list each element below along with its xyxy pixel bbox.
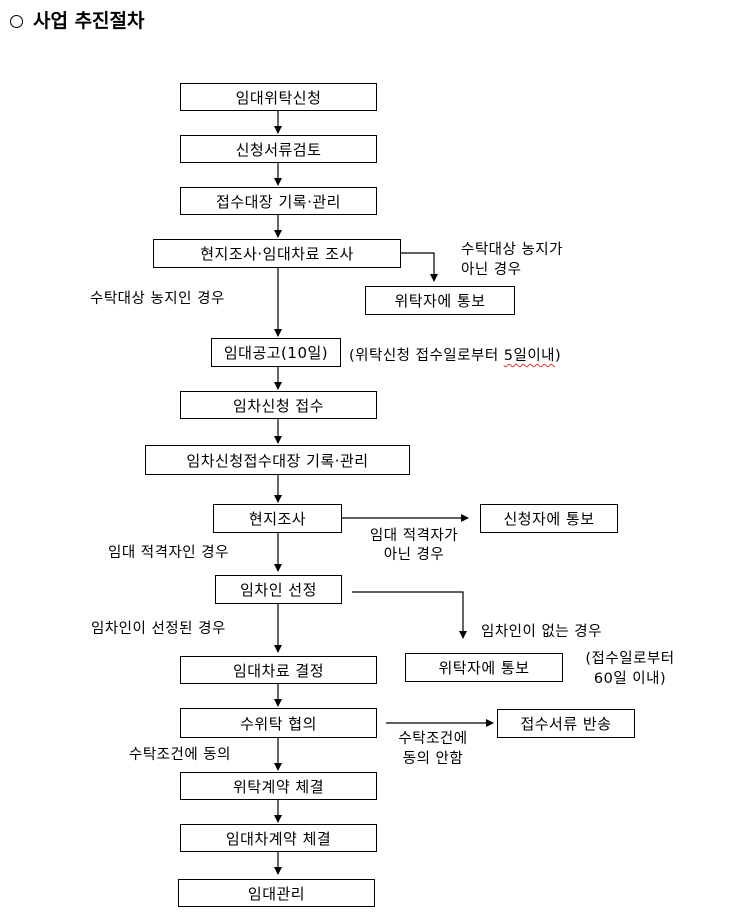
step-lease-management: 임대관리: [178, 879, 375, 907]
note-line: 수탁조건에: [398, 731, 468, 747]
step-document-review: 신청서류검토: [180, 135, 377, 163]
section-title-text: 사업 추진절차: [33, 10, 145, 32]
step-lease-application-receipt: 임차신청 접수: [180, 391, 377, 419]
note-target-farmland: 수탁대상 농지인 경우: [90, 291, 225, 307]
step-lease-register-record: 임차신청접수대장 기록·관리: [145, 445, 410, 475]
note-disagree-terms: 수탁조건에 동의 안함: [380, 729, 486, 769]
step-site-survey-rent-survey: 현지조사·임대차료 조사: [153, 239, 401, 268]
note-line: 임대 적격자가: [369, 528, 459, 544]
note-agree-terms: 수탁조건에 동의: [129, 747, 231, 763]
arrow-b11-none: [352, 591, 467, 639]
note-receipt-deadline: (접수일로부터 60일 이내): [570, 649, 690, 689]
step-tenant-selection: 임차인 선정: [215, 575, 342, 604]
step-lease-notice: 임대공고(10일): [211, 338, 341, 367]
note-notice-deadline: (위탁신청 접수일로부터 5일이내): [349, 344, 561, 365]
step-lease-contract: 임대차계약 체결: [180, 824, 377, 852]
circle-bullet-icon: [10, 15, 23, 28]
step-consignment-contract: 위탁계약 체결: [180, 772, 377, 800]
note-line: 동의 안함: [402, 751, 464, 767]
note-not-target-farmland: 수탁대상 농지가 아닌 경우: [461, 240, 563, 280]
note-no-tenant: 임차인이 없는 경우: [481, 624, 602, 640]
step-notify-consignor-2: 위탁자에 통보: [405, 653, 563, 682]
step-lease-consignment-application: 임대위탁신청: [180, 83, 377, 111]
note-line: 아닌 경우: [461, 262, 522, 278]
note-text: ): [555, 348, 562, 364]
note-line: 아닌 경우: [383, 547, 445, 563]
note-line: 수탁대상 농지가: [461, 242, 563, 258]
step-notify-applicant: 신청자에 통보: [480, 504, 618, 533]
step-notify-consignor-1: 위탁자에 통보: [365, 286, 515, 315]
step-return-documents: 접수서류 반송: [497, 709, 635, 738]
step-site-survey: 현지조사: [213, 504, 342, 533]
note-text: (위탁신청 접수일로부터: [349, 348, 504, 364]
note-eligible: 임대 적격자인 경우: [108, 545, 229, 561]
step-rent-decision: 임대차료 결정: [180, 656, 377, 684]
step-consignment-consultation: 수위탁 협의: [180, 708, 377, 738]
note-text-underlined: 5일이내: [503, 348, 556, 364]
note-tenant-selected: 임차인이 선정된 경우: [91, 621, 226, 637]
section-title: 사업 추진절차: [10, 6, 145, 33]
note-line: (접수일로부터: [585, 651, 675, 667]
note-not-eligible: 임대 적격자가 아닌 경우: [354, 527, 474, 565]
step-register-record: 접수대장 기록·관리: [180, 187, 377, 215]
note-line: 60일 이내): [593, 671, 667, 687]
arrow-b4-b5: [401, 252, 438, 282]
